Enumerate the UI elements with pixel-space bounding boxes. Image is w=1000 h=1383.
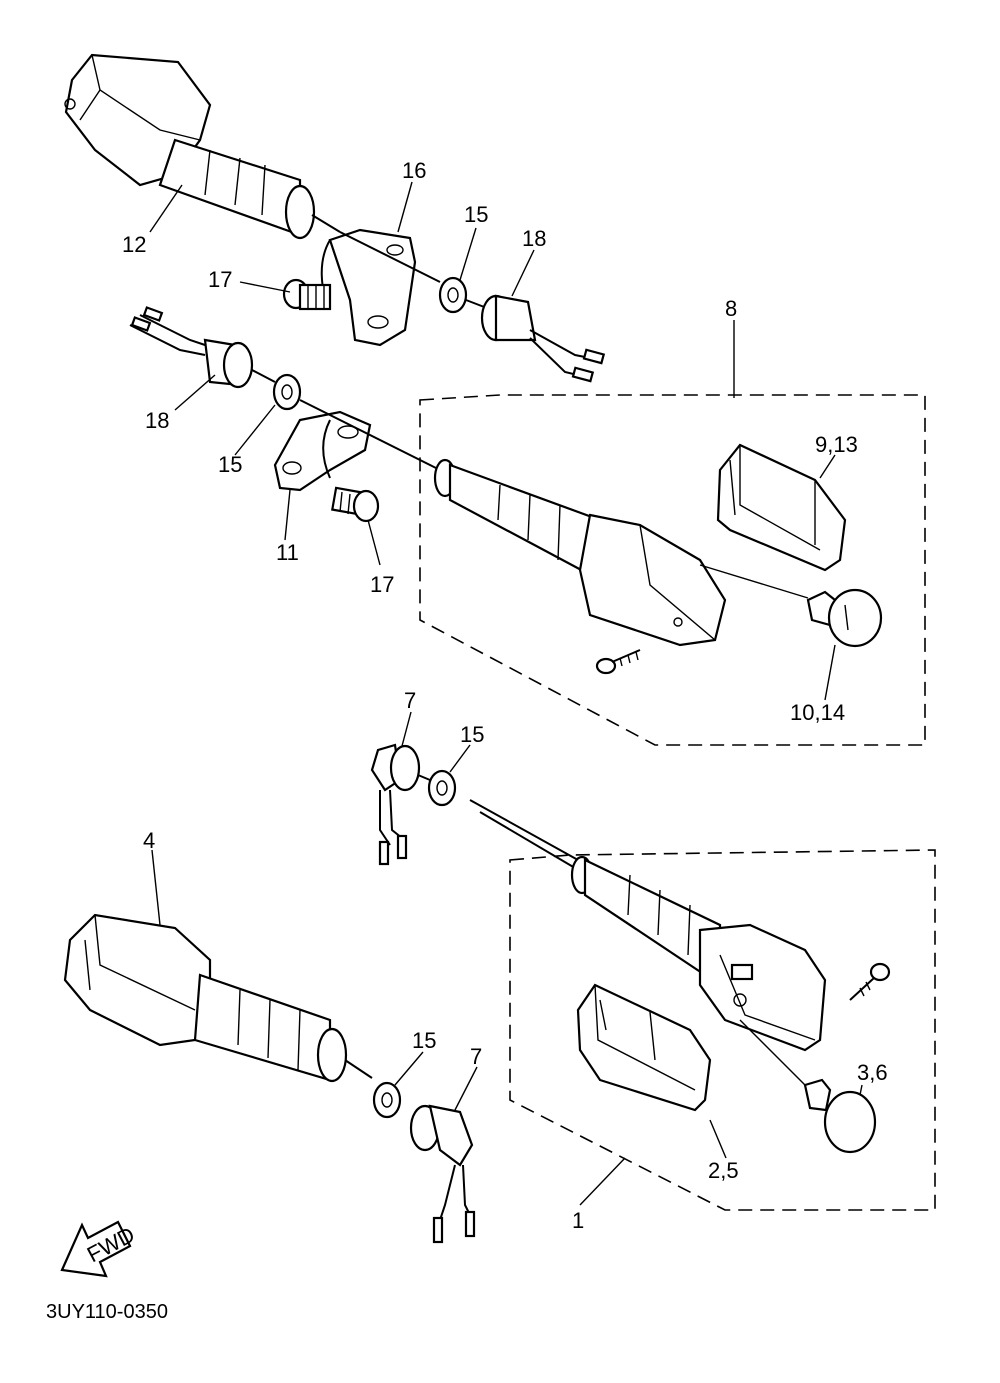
bolt-17-lower — [331, 486, 380, 523]
callout-15-d: 15 — [412, 1028, 436, 1053]
turn-signal-front-left — [63, 913, 373, 1083]
callout-15-a: 15 — [464, 202, 488, 227]
nut-15-upper — [438, 276, 468, 314]
lens-2-5 — [576, 983, 712, 1112]
grommet-7-top — [370, 743, 421, 866]
callout-9-13: 9,13 — [815, 432, 858, 457]
callout-2-5: 2,5 — [708, 1158, 739, 1183]
turn-signal-rear-right-body — [433, 458, 727, 647]
leader-lines — [149, 181, 863, 1206]
callout-3-6: 3,6 — [857, 1060, 888, 1085]
nut-15-left — [272, 373, 302, 411]
callout-18-a: 18 — [522, 226, 546, 251]
callout-4: 4 — [143, 828, 155, 853]
bracket-11 — [273, 410, 372, 492]
callout-17-a: 17 — [208, 267, 232, 292]
grommet-18-left — [129, 306, 254, 389]
callout-15-c: 15 — [460, 722, 484, 747]
assembly-8-outline — [419, 394, 926, 746]
screw-lower — [849, 962, 891, 1001]
callout-7-bottom: 7 — [470, 1044, 482, 1069]
screw-upper — [595, 649, 641, 675]
callout-7-top: 7 — [404, 688, 416, 713]
callout-12: 12 — [122, 232, 146, 257]
grommet-7-bottom — [409, 1104, 476, 1244]
turn-signal-rear-left — [64, 53, 341, 240]
callout-1: 1 — [572, 1208, 584, 1233]
callout-8: 8 — [725, 296, 737, 321]
bulb-3-6 — [739, 1019, 877, 1154]
bolt-17-upper — [282, 278, 332, 311]
bulb-10-14 — [699, 564, 883, 648]
assembly-1-outline — [509, 849, 936, 1211]
forward-arrow-icon: FWD — [60, 1220, 139, 1278]
callout-15-b: 15 — [218, 452, 242, 477]
callout-18-b: 18 — [145, 408, 169, 433]
drawing-code: 3UY110-0350 — [46, 1301, 168, 1323]
callout-17-b: 17 — [370, 572, 394, 597]
nut-15-lower — [372, 1081, 402, 1119]
lens-9-13 — [716, 443, 847, 572]
grommet-18-upper — [480, 294, 606, 383]
callout-10-14: 10,14 — [790, 700, 845, 725]
callout-16: 16 — [402, 158, 426, 183]
nut-15-mid — [427, 769, 457, 807]
callout-11: 11 — [276, 540, 299, 565]
turn-signal-front-right-body — [570, 855, 827, 1052]
